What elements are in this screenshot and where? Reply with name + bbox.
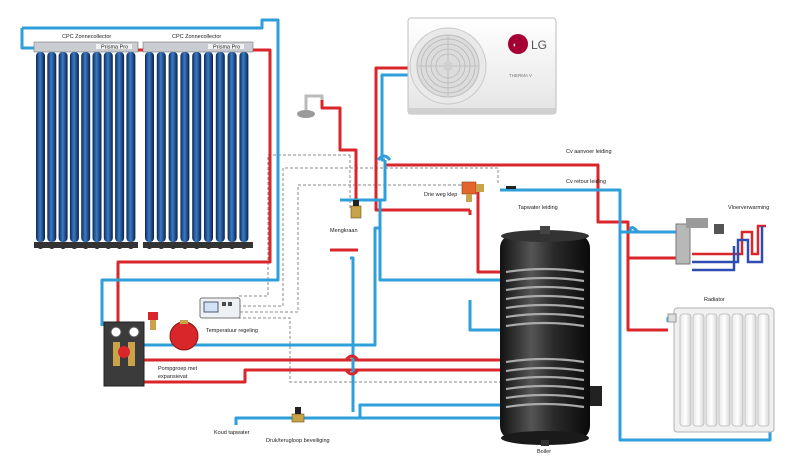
vacuum-tube — [215, 52, 225, 242]
label-drie-weg-klep: Drie weg klep — [424, 192, 457, 198]
radiator-rib — [731, 313, 744, 427]
label-expansievat: expansievat — [158, 374, 188, 380]
label-druk-terugloop: Druk/terugloop beveiliging — [266, 438, 330, 444]
vacuum-tube — [69, 52, 79, 242]
label-cv-retour: Cv retour leiding — [566, 179, 606, 185]
vacuum-tube — [36, 52, 45, 242]
upper-coil-turn — [505, 303, 585, 310]
vacuum-tube — [47, 52, 57, 242]
mixing-valve-icon — [350, 200, 362, 219]
vacuum-tube — [81, 52, 91, 242]
radiator-rib — [692, 313, 705, 427]
lower-coil-turn — [505, 375, 585, 382]
collector-1-label: CPC Zonnecollector — [62, 34, 111, 40]
radiator-rib — [757, 313, 770, 427]
vacuum-tube — [115, 52, 125, 242]
vacuum-tube — [239, 52, 249, 242]
lg-logo-icon — [508, 34, 528, 54]
upper-coil-turn — [505, 294, 585, 301]
label-koud-tapwater: Koud tapwater — [214, 430, 250, 436]
lower-coil-turn — [505, 366, 585, 373]
heat-pump-brand: THERMA V — [509, 73, 532, 78]
solar-collector-2: Prisma Pro — [142, 41, 254, 249]
lower-coil-turn — [505, 384, 585, 391]
vacuum-tube — [92, 52, 102, 242]
vacuum-tube — [204, 52, 213, 242]
radiator-rib — [718, 313, 731, 427]
solar-collector-1: Prisma Pro — [33, 41, 139, 249]
pipe-crossings — [344, 154, 640, 376]
vacuum-tube — [180, 52, 190, 242]
upper-coil-turn — [505, 312, 585, 319]
radiator-rib — [705, 313, 718, 427]
cold-pipes — [20, 18, 772, 442]
radiator — [667, 307, 775, 433]
vacuum-tube — [58, 52, 68, 242]
svg-text:Prisma Pro: Prisma Pro — [101, 45, 128, 51]
upper-coil-turn — [505, 276, 585, 283]
upper-coil-turn — [505, 285, 585, 292]
temperature-controller — [199, 297, 241, 319]
lower-coil-turn — [505, 402, 585, 409]
lg-heat-pump: ◐ LG THERMA V — [407, 17, 557, 115]
boiler-tank — [500, 226, 602, 446]
sensor-cv — [506, 186, 516, 189]
label-pompgroep: Pompgroep met — [158, 366, 198, 372]
radiator-rib — [744, 313, 757, 427]
vacuum-tube — [103, 52, 113, 242]
label-temperatuur-regeling: Temperatuur regeling — [206, 328, 258, 334]
vacuum-tube — [156, 52, 166, 242]
svg-text:Prisma Pro: Prisma Pro — [213, 45, 240, 51]
upper-coil-turn — [505, 321, 585, 328]
vacuum-tube — [126, 52, 136, 242]
vacuum-tube — [145, 52, 154, 242]
label-boiler: Boiler — [537, 449, 551, 455]
backflow-valve-icon — [291, 407, 305, 423]
label-radiator: Radiator — [704, 297, 725, 303]
label-mengkraan: Mengkraan — [330, 228, 358, 234]
shower-head-icon — [297, 94, 324, 118]
radiator-rib — [679, 313, 692, 427]
expansion-vessel-icon — [169, 320, 199, 351]
control-wiring — [228, 154, 510, 383]
floor-heating-manifold — [675, 218, 766, 272]
label-tapwater: Tapwater leiding — [518, 205, 558, 211]
svg-text:◐: ◐ — [513, 42, 517, 49]
vacuum-tube — [192, 52, 202, 242]
label-vloerverwarming: Vloerverwarming — [728, 205, 769, 211]
three-way-valve-icon — [461, 181, 484, 202]
vacuum-tube — [227, 52, 237, 242]
upper-coil-turn — [505, 267, 585, 274]
lower-coil-turn — [505, 357, 585, 364]
lower-coil-turn — [505, 393, 585, 400]
pump-group — [103, 312, 158, 387]
lg-logo-text: LG — [531, 38, 547, 52]
collector-2-label: CPC Zonnecollector — [172, 34, 221, 40]
label-cv-aanvoer: Cv aanvoer leiding — [566, 149, 612, 155]
vacuum-tube — [168, 52, 178, 242]
